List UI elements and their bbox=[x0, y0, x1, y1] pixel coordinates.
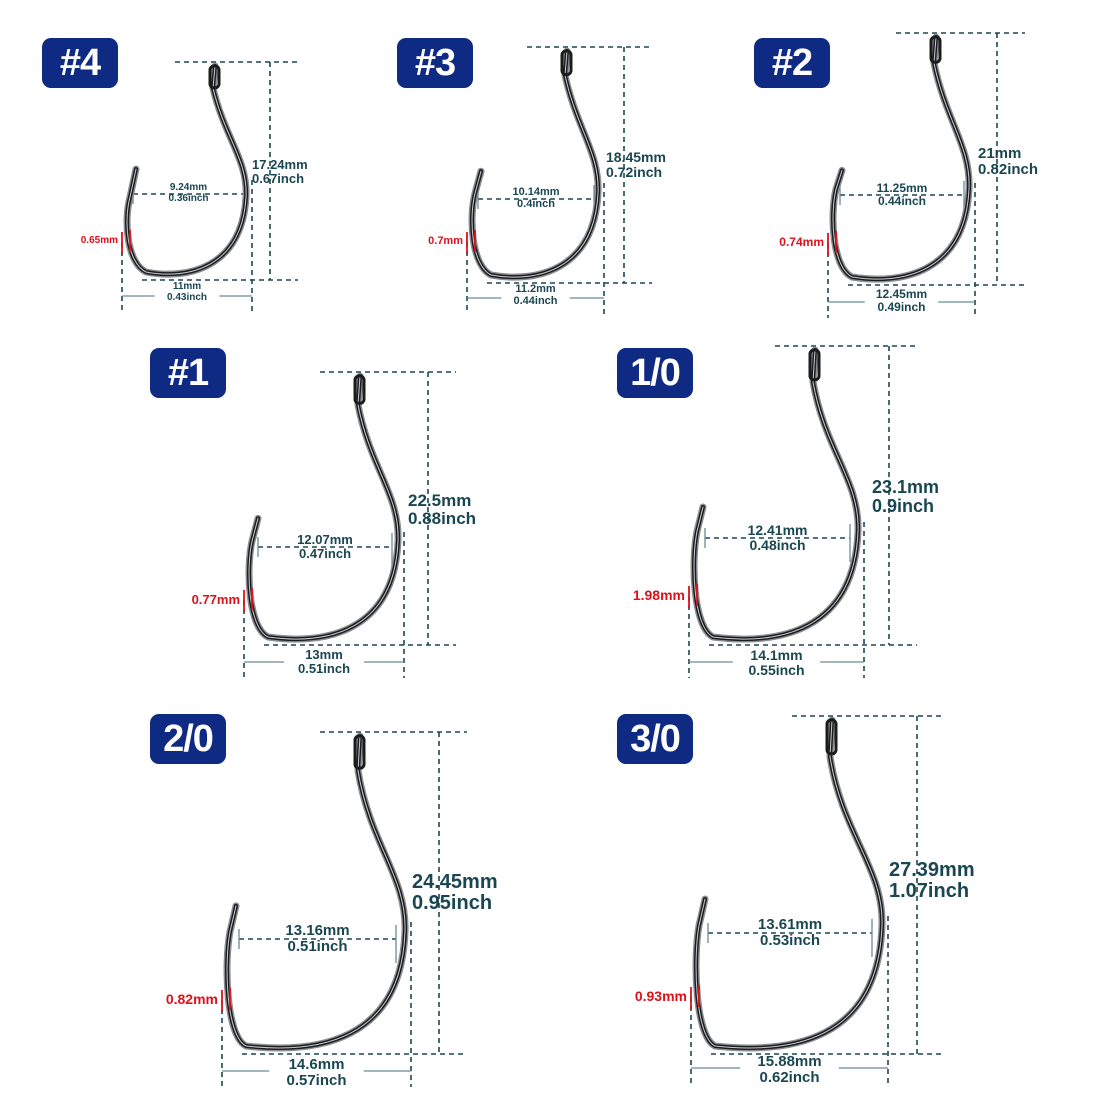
size-badge: 1/0 bbox=[617, 348, 693, 398]
length-mm-label: 22.5mm bbox=[408, 491, 472, 510]
length-mm-label: 23.1mm bbox=[872, 477, 940, 497]
width-mm-label: 11.2mm bbox=[515, 283, 556, 295]
size-badge: #2 bbox=[754, 38, 830, 88]
length-inch-label: 0.9inch bbox=[872, 496, 935, 516]
size-badge: 2/0 bbox=[150, 714, 226, 764]
size-badge: #4 bbox=[42, 38, 118, 88]
gap-mm-label: 9.24mm bbox=[169, 182, 208, 193]
width-mm-label: 11mm bbox=[172, 281, 202, 292]
gap-inch-label: 0.44inch bbox=[877, 194, 927, 208]
width-mm-label: 14.1mm bbox=[750, 647, 803, 663]
length-mm-label: 18.45mm bbox=[606, 149, 666, 165]
wire-thickness-label: 0.82mm bbox=[165, 991, 218, 1007]
length-mm-label: 27.39mm bbox=[889, 859, 975, 881]
width-inch-label: 0.55inch bbox=[748, 662, 805, 678]
width-mm-label: 12.45mm bbox=[875, 287, 928, 301]
width-inch-label: 0.57inch bbox=[286, 1072, 347, 1089]
length-inch-label: 0.88inch bbox=[408, 509, 477, 528]
width-inch-label: 0.43inch bbox=[166, 292, 208, 303]
width-inch-label: 0.62inch bbox=[759, 1069, 820, 1086]
width-mm-label: 13mm bbox=[305, 647, 343, 662]
wire-thickness-label: 1.98mm bbox=[632, 587, 685, 603]
length-mm-label: 21mm bbox=[978, 145, 1022, 162]
length-inch-label: 0.72inch bbox=[606, 164, 663, 180]
gap-inch-label: 0.53inch bbox=[759, 932, 821, 949]
width-mm-label: 14.6mm bbox=[288, 1056, 345, 1073]
size-badge: #3 bbox=[397, 38, 473, 88]
gap-mm-label: 11.25mm bbox=[876, 181, 928, 195]
wire-thickness-label: 0.93mm bbox=[634, 988, 687, 1004]
wire-thickness-label: 0.77mm bbox=[191, 591, 240, 607]
gap-mm-label: 13.16mm bbox=[285, 922, 350, 939]
length-inch-label: 0.82inch bbox=[978, 161, 1039, 178]
length-mm-label: 17.24mm bbox=[252, 157, 308, 172]
wire-thickness-label: 0.7mm bbox=[428, 234, 463, 247]
gap-mm-label: 13.61mm bbox=[757, 916, 823, 933]
gap-mm-label: 10.14mm bbox=[512, 186, 560, 198]
gap-mm-label: 12.41mm bbox=[747, 522, 808, 538]
gap-mm-label: 12.07mm bbox=[297, 532, 353, 547]
width-inch-label: 0.51inch bbox=[297, 661, 351, 676]
gap-inch-label: 0.48inch bbox=[749, 537, 806, 553]
length-inch-label: 0.67inch bbox=[252, 171, 305, 186]
length-inch-label: 0.95inch bbox=[412, 892, 493, 914]
width-inch-label: 0.44inch bbox=[513, 295, 558, 307]
length-inch-label: 1.07inch bbox=[889, 880, 970, 902]
wire-thickness-label: 0.65mm bbox=[80, 235, 118, 246]
gap-inch-label: 0.4inch bbox=[517, 198, 555, 210]
width-inch-label: 0.49inch bbox=[877, 300, 926, 314]
gap-inch-label: 0.47inch bbox=[298, 546, 352, 561]
gap-inch-label: 0.36inch bbox=[168, 193, 209, 204]
gap-inch-label: 0.51inch bbox=[287, 938, 348, 955]
size-badge: #1 bbox=[150, 348, 226, 398]
length-mm-label: 24.45mm bbox=[412, 871, 498, 893]
wire-thickness-label: 0.74mm bbox=[779, 235, 824, 249]
width-mm-label: 15.88mm bbox=[757, 1053, 822, 1070]
size-badge: 3/0 bbox=[617, 714, 693, 764]
